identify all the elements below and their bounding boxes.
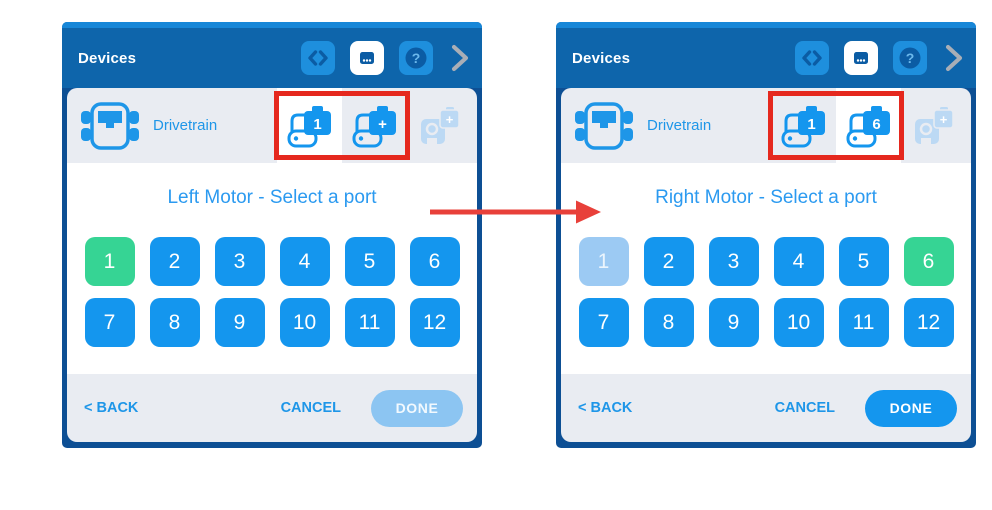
drivetrain-icon bbox=[575, 101, 633, 150]
port-button[interactable]: 8 bbox=[643, 298, 694, 347]
gyro-plus-icon: + bbox=[914, 106, 954, 144]
port-button[interactable]: 1 bbox=[578, 237, 629, 286]
motor-slot-tiles: 1 6 + bbox=[771, 88, 966, 163]
device-port-icon[interactable] bbox=[350, 41, 384, 75]
port-button[interactable]: 4 bbox=[773, 237, 824, 286]
port-select-area: Right Motor - Select a port 1 2 3 4 5 6 … bbox=[561, 163, 971, 374]
port-button[interactable]: 2 bbox=[643, 237, 694, 286]
code-icon[interactable] bbox=[795, 41, 829, 75]
port-button[interactable]: 10 bbox=[773, 298, 824, 347]
port-grid: 1 2 3 4 5 6 7 8 9 10 11 12 bbox=[578, 237, 954, 347]
port-select-prompt: Right Motor - Select a port bbox=[655, 187, 877, 208]
add-gyro-slot[interactable]: + bbox=[901, 88, 966, 163]
add-gyro-slot[interactable]: + bbox=[407, 88, 472, 163]
device-label: Drivetrain bbox=[153, 117, 218, 134]
device-port-icon[interactable] bbox=[844, 41, 878, 75]
done-button[interactable]: DONE bbox=[371, 389, 463, 427]
device-label: Drivetrain bbox=[647, 117, 712, 134]
motor-slot-tiles: 1 + + bbox=[277, 88, 472, 163]
port-button[interactable]: 7 bbox=[84, 298, 135, 347]
port-button[interactable]: 5 bbox=[838, 237, 889, 286]
back-button[interactable]: < BACK bbox=[578, 400, 633, 416]
port-button[interactable]: 9 bbox=[214, 298, 265, 347]
chevron-right-icon[interactable] bbox=[448, 41, 472, 75]
port-button[interactable]: 10 bbox=[279, 298, 330, 347]
code-icon[interactable] bbox=[301, 41, 335, 75]
device-config-panel-left-motor: Devices ? Drivetrain 1 bbox=[62, 22, 482, 448]
port-button[interactable]: 9 bbox=[708, 298, 759, 347]
slot-badge: + bbox=[939, 112, 947, 127]
cancel-button[interactable]: CANCEL bbox=[280, 400, 341, 416]
devices-header: Devices ? bbox=[62, 28, 482, 88]
footer-bar: < BACK CANCEL DONE bbox=[67, 374, 477, 442]
gyro-plus-icon: + bbox=[420, 106, 460, 144]
port-button[interactable]: 5 bbox=[344, 237, 395, 286]
motor-icon: 1 bbox=[781, 105, 825, 147]
drivetrain-device-row[interactable]: Drivetrain 1 + bbox=[67, 88, 477, 163]
motor-slot-2[interactable]: 6 bbox=[836, 88, 901, 163]
back-button[interactable]: < BACK bbox=[84, 400, 139, 416]
motor-icon: 6 bbox=[846, 105, 890, 147]
page-title: Devices bbox=[78, 49, 137, 67]
port-button[interactable]: 7 bbox=[578, 298, 629, 347]
motor-icon: 1 bbox=[287, 105, 331, 147]
motor-slot-1[interactable]: 1 bbox=[771, 88, 836, 163]
motor-slot-2[interactable]: + bbox=[342, 88, 407, 163]
port-button[interactable]: 3 bbox=[708, 237, 759, 286]
port-grid: 1 2 3 4 5 6 7 8 9 10 11 12 bbox=[84, 237, 460, 347]
port-button[interactable]: 12 bbox=[903, 298, 954, 347]
slot-badge: + bbox=[378, 116, 387, 133]
drivetrain-icon bbox=[81, 101, 139, 150]
port-button[interactable]: 11 bbox=[838, 298, 889, 347]
footer-bar: < BACK CANCEL DONE bbox=[561, 374, 971, 442]
port-button[interactable]: 3 bbox=[214, 237, 265, 286]
header-icon-group: ? bbox=[301, 41, 472, 75]
port-select-prompt: Left Motor - Select a port bbox=[167, 187, 377, 208]
slot-badge: 1 bbox=[807, 116, 815, 133]
drivetrain-device-row[interactable]: Drivetrain 1 6 bbox=[561, 88, 971, 163]
motor-icon: + bbox=[352, 105, 396, 147]
done-button[interactable]: DONE bbox=[865, 389, 957, 427]
device-config-panel-right-motor: Devices ? Drivetrain 1 bbox=[556, 22, 976, 448]
chevron-right-icon[interactable] bbox=[942, 41, 966, 75]
motor-slot-1[interactable]: 1 bbox=[277, 88, 342, 163]
help-icon[interactable]: ? bbox=[399, 41, 433, 75]
transition-arrow bbox=[430, 200, 601, 224]
page-title: Devices bbox=[572, 49, 631, 67]
port-button[interactable]: 6 bbox=[903, 237, 954, 286]
slot-badge: 6 bbox=[872, 116, 880, 133]
port-button[interactable]: 6 bbox=[409, 237, 460, 286]
port-button[interactable]: 4 bbox=[279, 237, 330, 286]
devices-header: Devices ? bbox=[556, 28, 976, 88]
cancel-button[interactable]: CANCEL bbox=[774, 400, 835, 416]
port-select-area: Left Motor - Select a port 1 2 3 4 5 6 7… bbox=[67, 163, 477, 374]
help-icon[interactable]: ? bbox=[893, 41, 927, 75]
port-button[interactable]: 11 bbox=[344, 298, 395, 347]
slot-badge: 1 bbox=[313, 116, 321, 133]
svg-text:?: ? bbox=[906, 50, 915, 66]
port-button[interactable]: 2 bbox=[149, 237, 200, 286]
port-button[interactable]: 8 bbox=[149, 298, 200, 347]
slot-badge: + bbox=[445, 112, 453, 127]
header-icon-group: ? bbox=[795, 41, 966, 75]
port-button[interactable]: 12 bbox=[409, 298, 460, 347]
top-accent-strip bbox=[556, 22, 976, 28]
svg-text:?: ? bbox=[412, 50, 421, 66]
port-button[interactable]: 1 bbox=[84, 237, 135, 286]
top-accent-strip bbox=[62, 22, 482, 28]
